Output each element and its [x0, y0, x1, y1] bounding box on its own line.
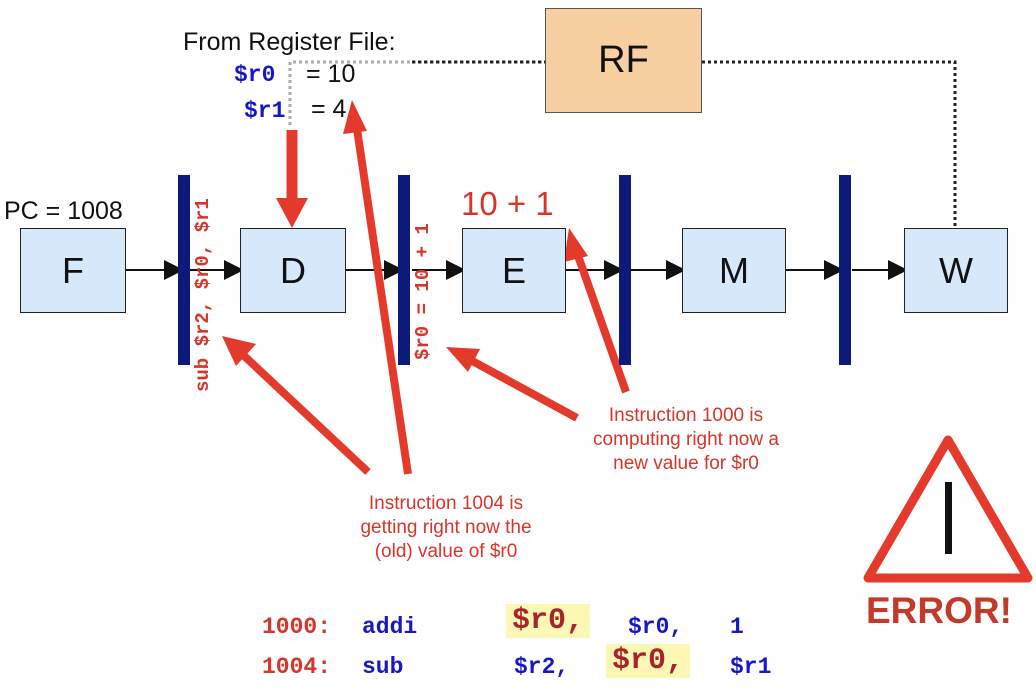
- latch-em: [619, 175, 631, 365]
- rf-reg-r0: $r0: [234, 62, 276, 88]
- latch-fd: [178, 175, 190, 365]
- code-src-r0-highlight: $r0,: [606, 644, 691, 678]
- fd-latch-instruction: sub $r2, $r0, $r1: [192, 198, 214, 392]
- rf-to-d-red-arrowhead: [276, 198, 308, 228]
- code-op-addi: addi: [362, 614, 418, 640]
- note1004-arrow-to-r1: [352, 121, 412, 475]
- rf-dotted-wire: [288, 60, 545, 125]
- exec-computed-value: 10 + 1: [461, 185, 554, 222]
- code-dest-r2: $r2,: [514, 654, 570, 680]
- note-instruction-1004: Instruction 1004 is getting right now th…: [360, 493, 532, 562]
- wb-dotted-wire: [702, 60, 957, 228]
- note1000-arrow-to-exec: [572, 248, 630, 394]
- error-label: ERROR!: [866, 590, 1012, 631]
- note-instruction-1000: Instruction 1000 is computing right now …: [593, 405, 779, 474]
- code-op-sub: sub: [362, 654, 404, 680]
- code-addr-1004: 1004:: [262, 654, 332, 680]
- stage-decode: D: [240, 228, 346, 313]
- note1000-arrow-to-de: [463, 353, 579, 422]
- note1004-arrow-to-latch: [237, 349, 371, 475]
- latch-mw: [839, 175, 851, 365]
- code-src-r0: $r0,: [628, 614, 684, 640]
- rf-title: From Register File:: [183, 28, 396, 56]
- code-imm: 1: [730, 614, 744, 640]
- rf-value-r1: = 4: [311, 95, 347, 123]
- code-dest-r0-highlight: $r0,: [506, 604, 591, 638]
- warning-bar-icon: [945, 482, 952, 554]
- stage-fetch: F: [20, 228, 126, 313]
- de-latch-value: $r0 = 10 + 1: [412, 223, 434, 360]
- pc-label: PC = 1008: [4, 197, 123, 225]
- rf-reg-r1: $r1: [244, 98, 286, 124]
- stage-memory: M: [682, 228, 786, 313]
- code-src-r1: $r1: [730, 654, 772, 680]
- rf-value-r0: = 10: [306, 60, 356, 88]
- latch-de: [398, 175, 410, 365]
- stage-writeback: W: [904, 228, 1008, 313]
- stage-execute: E: [462, 228, 566, 313]
- register-file-block: RF: [545, 8, 702, 113]
- code-addr-1000: 1000:: [262, 614, 332, 640]
